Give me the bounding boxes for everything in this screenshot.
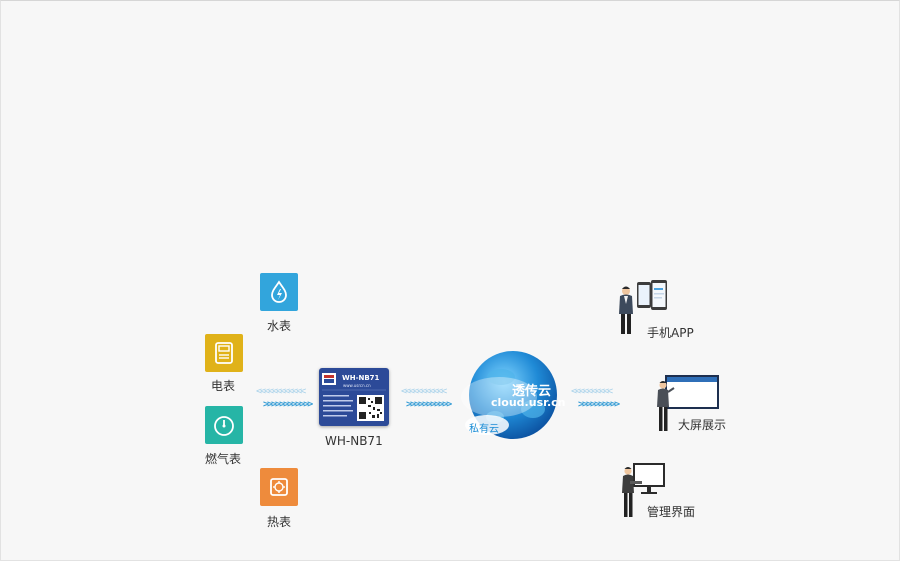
big-screen-person-icon: [657, 375, 719, 431]
water-drop-bolt-icon: [271, 280, 287, 303]
mobile-app-label: 手机APP: [647, 326, 694, 340]
gas-meter-label: 燃气表: [205, 452, 242, 466]
arrow-cloud-to-module: <<<<<<<<<<<: [401, 386, 447, 397]
heat-meter-tile: [260, 468, 298, 506]
module-chip-graphic: [322, 373, 386, 421]
private-cloud-label: 私有云: [469, 424, 499, 435]
heat-meter-icon: [270, 478, 288, 496]
module-name-label: WH-NB71: [325, 434, 383, 448]
electric-meter-icon: [215, 342, 233, 364]
gas-meter-tile: [205, 406, 243, 444]
electric-meter-tile: [205, 334, 243, 372]
admin-interface-person-icon: [622, 463, 665, 517]
arrow-meters-to-module: >>>>>>>>>>>>: [263, 399, 313, 410]
module-chip-title: WH-NB71: [342, 374, 380, 382]
admin-interface-label: 管理界面: [647, 505, 696, 519]
cloud-url: cloud.usr.cn: [491, 396, 566, 409]
arrow-module-to-cloud: >>>>>>>>>>>: [406, 399, 452, 410]
arrow-clients-to-cloud: <<<<<<<<<<: [571, 386, 613, 397]
arrow-module-to-meters: <<<<<<<<<<<<: [256, 386, 306, 397]
big-screen-label: 大屏展示: [678, 418, 727, 432]
heat-meter-label: 热表: [267, 515, 292, 529]
module-chip-url: www.usrcn.cn: [343, 383, 371, 388]
mobile-app-person-icon: [619, 280, 667, 334]
arrow-cloud-to-clients: >>>>>>>>>>: [578, 399, 620, 410]
gauge-icon: [214, 416, 234, 436]
cloud-title: 透传云: [512, 384, 552, 399]
water-meter-label: 水表: [267, 319, 292, 333]
cloud-globe-graphic: [461, 351, 557, 439]
electric-meter-label: 电表: [211, 379, 236, 393]
nb-iot-module-chip: WH-NB71 www.usrcn.cn: [319, 368, 389, 426]
water-meter-tile: [260, 273, 298, 311]
